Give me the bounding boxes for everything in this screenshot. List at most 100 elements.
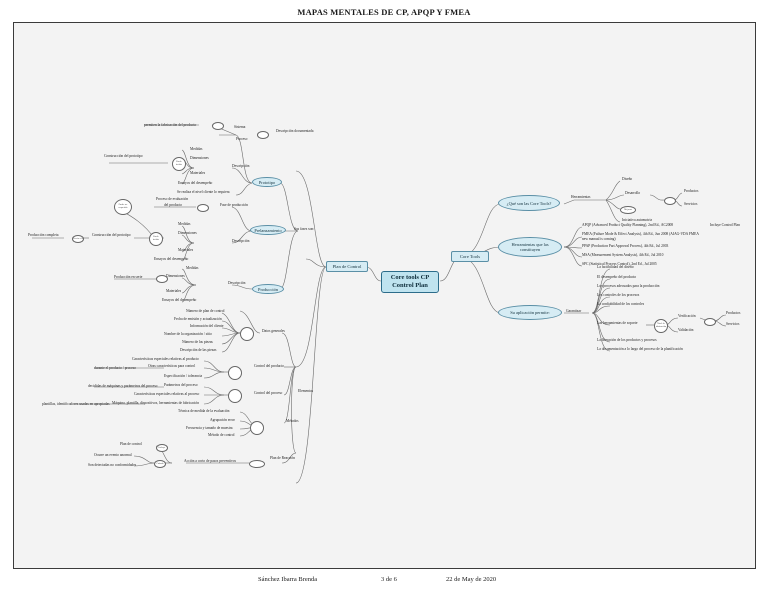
desc-doc-label: Descripción documentada [276, 129, 314, 133]
medidas-label-2: Medidas [178, 222, 191, 226]
proceso-label: Proceso [236, 137, 248, 141]
tool-spc: SPC (Statistical Process Control), 2nd E… [582, 262, 657, 266]
nivel-fabricacion-node: Nivel de fabricación [654, 319, 668, 333]
garantiza-item-5: La confiabilidad de los controles [597, 302, 645, 306]
connector-node [257, 131, 269, 139]
garantiza-item-6: Las herramientas de soporte [597, 321, 638, 325]
medidas-label: Medidas [190, 147, 203, 151]
desarrollo-label: Desarrollo [625, 191, 641, 195]
servicios-label-2: Servicios [726, 322, 740, 326]
medidas-label-3: Medidas [186, 266, 199, 270]
datos-item-6: Descripción de las piezas [180, 348, 217, 352]
proceso-eval-label: Proceso de evaluación [156, 197, 189, 201]
requerido-node: Puede ser requerido [114, 199, 132, 215]
core-tools-topic[interactable]: Core Tools [451, 251, 489, 262]
control-producto-nota: durante el producto / proceso [94, 366, 136, 370]
ensayos-label: Ensayos del desempeño [178, 181, 213, 185]
en-serie-label: Producción en serie [114, 275, 143, 279]
control-producto-label: Control del producto [254, 364, 284, 368]
datos-item-2: Fecha de emisión y actualización [174, 317, 222, 321]
garantiza-item-8: La documentación a lo largo del proceso … [597, 347, 683, 351]
descripcion-label-3: Descripción [228, 281, 246, 285]
plan-control-topic[interactable]: Plan de Control [326, 261, 368, 272]
datos-item-4: Nombre de la organización / sitio [164, 332, 212, 336]
metodos-item-1: Técnica de medida de la evaluación [178, 409, 230, 413]
datos-item-5: Número de las piezas [182, 340, 213, 344]
fase-produccion-label: Fase de producción [220, 203, 248, 207]
materiales-label-3: Materiales [166, 289, 182, 293]
incluye-node: Incluye [156, 444, 168, 452]
connector-node [704, 318, 716, 326]
garantiza-item-3: Los procesos adecuados para la producció… [597, 284, 660, 288]
dimensiones-label: Dimensiones [190, 156, 209, 160]
productos-label: Productos [684, 189, 699, 193]
herramientas-topic[interactable]: Herramientas que las constituyen [498, 237, 562, 257]
construccion-label: Construcción del prototipo [104, 154, 143, 158]
tool-msa: MSA (Measurement System Analysis), 4th E… [582, 253, 664, 257]
materiales-label: Materiales [190, 171, 206, 175]
reaccion-label: Plan de Reacción [270, 456, 295, 460]
validacion-label: Validación [678, 328, 694, 332]
produccion-completa-label: Producción completa [28, 233, 59, 237]
metodos-item-2: Agrupación error [210, 418, 235, 422]
puede-incluir-node-2: Puede incluir [149, 232, 163, 246]
descripcion-label: Descripción [232, 164, 250, 168]
connector-node [664, 197, 676, 205]
ensayos-label-2: Ensayos del desempeño [154, 257, 189, 261]
accion-label: Acción a corto de pasos preventivos [184, 459, 236, 463]
descripcion-label-2: Descripción [232, 239, 250, 243]
control-proceso-item-2: Características especiales relativas al … [134, 392, 200, 396]
control-proceso-node [228, 389, 242, 403]
central-topic[interactable]: Core tools CP Control Plan [381, 271, 439, 293]
control-producto-item-2: Otras características para control [148, 364, 196, 368]
footer-author: Sánchez Ibarra Brenda [258, 576, 318, 583]
datos-item-1: Número de plan de control [186, 309, 225, 313]
prelanzamiento-topic[interactable]: Prelanzamiento [250, 225, 286, 235]
tool-ppap: PPAP (Production Part Approval Process),… [582, 244, 669, 248]
garantizar-label: Garantizar [566, 309, 582, 313]
connector-lines [32, 124, 727, 484]
central-topic-line1: Core tools CP [390, 274, 430, 281]
puede-incluir-node: Puede incluir [172, 157, 186, 171]
permite-label: permiten la fabricación del producto [144, 123, 197, 127]
metodos-node [250, 421, 264, 435]
productos-label-2: Productos [726, 311, 741, 315]
se-realiza-label: Se realiza el nivel cliente lo requiera [177, 190, 230, 194]
dimensiones-label-3: Dimensiones [166, 274, 185, 278]
control-proceso-nota2: plantillas, identificadores usadas en ap… [42, 402, 110, 406]
verificacion-label: Verificación [678, 314, 696, 318]
que-son-topic[interactable]: ¿Qué son las Core Tools? [498, 195, 560, 211]
garantiza-item-1: La factibilidad del diseño [597, 265, 634, 269]
control-proceso-item-1: Parámetros del proceso [164, 383, 198, 387]
sistema-label: Sistema [234, 125, 246, 129]
dimensiones-label-2: Dimensiones [178, 231, 197, 235]
reaccion-item-3: Son detectadas no conformidades [88, 463, 137, 467]
tool-fmea: FMEA (Failure Mode & Effect Analysis), 4… [582, 232, 699, 236]
footer-date: 22 de May de 2020 [446, 576, 497, 583]
herramientas-label: Herramientas [571, 195, 591, 199]
garantiza-item-2: El desempeño del producto [597, 275, 637, 279]
mind-map-canvas: Core tools CP Control Plan Core Tools ¿Q… [13, 22, 756, 569]
garantiza-item-4: Los controles de los procesos [597, 293, 640, 297]
connector-node [197, 204, 209, 212]
datos-generales-label: Datos generales [262, 329, 285, 333]
incluye-control-plan: Incluye Control Plan [710, 223, 740, 227]
datos-item-3: Información del cliente [190, 324, 224, 328]
elementos-label: Elementos [298, 389, 314, 393]
prototipo-topic[interactable]: Prototipo [252, 177, 282, 187]
herramientas-topic-line1: Herramientas que las [511, 242, 549, 247]
produccion-topic[interactable]: Producción [252, 284, 284, 294]
aplicacion-topic[interactable]: Su aplicación permite: [498, 305, 562, 320]
datos-node [240, 327, 254, 341]
control-proceso-label: Control del proceso [254, 391, 283, 395]
reaccion-node [249, 460, 265, 468]
ensayos-label-3: Ensayos del desempeño [162, 298, 197, 302]
central-topic-line2: Control Plan [392, 282, 428, 289]
mejoras-node: Mejoras [620, 206, 636, 214]
control-producto-item-1: Características especiales relativas al … [132, 357, 199, 361]
iniciativa-label: Iniciativa automotriz [622, 218, 653, 222]
tool-apqp: APQP (Advanced Product Quality Planning)… [582, 223, 674, 227]
construccion-label-2: Construcción del prototipo [92, 233, 131, 237]
cuando-node: Cuándo [154, 460, 166, 468]
control-proceso-nota1: decididas de máquinas y parámetros del p… [88, 384, 158, 388]
